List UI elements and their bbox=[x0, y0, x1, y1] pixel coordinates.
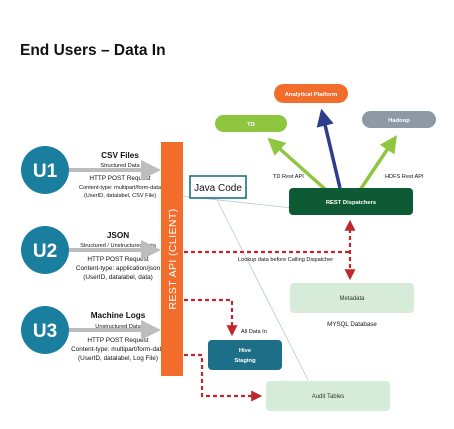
source-params-u2: (UserID, datalabel, data) bbox=[83, 274, 153, 281]
source-content-u3: Content-type: multipart/form-data bbox=[71, 346, 165, 353]
page-title: End Users – Data In bbox=[20, 42, 166, 59]
td-rest-api-label: TD Rest API bbox=[273, 174, 304, 180]
arrow-to-analytical bbox=[316, 108, 342, 189]
analytical-platform-label: Analytical Platform bbox=[285, 92, 338, 98]
all-data-in-label: All Data In bbox=[241, 329, 267, 335]
java-code-box bbox=[189, 175, 247, 199]
java-code-label: Java Code bbox=[194, 183, 242, 194]
source-params-u3: (UserID, datalabel, Log File) bbox=[78, 355, 158, 362]
source-params-u1: (UserID, datalabel, CSV File) bbox=[84, 193, 156, 199]
rest-dispatchers-box bbox=[289, 188, 413, 215]
source-type-u1: Structured Data bbox=[100, 163, 140, 169]
user-u3: U3 Machine Logs Unstructured Data HTTP P… bbox=[21, 306, 165, 362]
source-request-u3: HTTP POST Request bbox=[87, 337, 148, 344]
connector-java-audit bbox=[216, 199, 309, 381]
user-circle-u3 bbox=[21, 306, 69, 354]
user-circle-u2 bbox=[21, 226, 69, 274]
hive-staging-line1: Hive bbox=[239, 348, 252, 354]
rest-dispatchers-label: REST Dispatchers bbox=[326, 200, 376, 206]
hadoop-label: Hadoop bbox=[388, 118, 410, 124]
input-arrows bbox=[69, 160, 161, 340]
source-title-u2: JSON bbox=[107, 231, 129, 240]
source-request-u2: HTTP POST Request bbox=[87, 256, 148, 263]
rest-api-bar bbox=[161, 142, 183, 376]
source-type-u2: Structured / Unstructured Data bbox=[80, 243, 157, 249]
td-box bbox=[215, 115, 287, 132]
hadoop-box bbox=[362, 111, 436, 128]
user-u2: U2 JSON Structured / Unstructured Data H… bbox=[21, 226, 161, 281]
dashed-to-hive bbox=[184, 298, 238, 337]
hdfs-rest-api-label: HDFS Rest API bbox=[385, 174, 424, 180]
metadata-box bbox=[290, 283, 414, 313]
source-content-u1: Content-type: multipart/form-data bbox=[79, 185, 162, 191]
analytical-platform-box bbox=[274, 84, 348, 103]
metadata-label: Metadata bbox=[339, 296, 365, 302]
user-id-u3: U3 bbox=[33, 321, 57, 342]
mysql-database-label: MYSQL Database bbox=[327, 321, 377, 328]
rest-api-label: REST API (CLIENT) bbox=[167, 208, 179, 309]
dashed-to-audit bbox=[184, 353, 263, 402]
source-request-u1: HTTP POST Request bbox=[89, 175, 150, 182]
audit-tables-box bbox=[266, 381, 390, 411]
arrow-to-hadoop bbox=[358, 135, 397, 191]
dashed-arrows bbox=[184, 219, 356, 402]
hive-staging-box bbox=[208, 340, 282, 370]
source-content-u2: Content-type: application/json bbox=[76, 265, 161, 272]
source-title-u1: CSV Files bbox=[101, 151, 139, 160]
source-type-u3: Unstructured Data bbox=[95, 324, 141, 330]
user-u1: U1 CSV Files Structured Data HTTP POST R… bbox=[21, 146, 162, 199]
td-label: TD bbox=[247, 122, 255, 128]
user-id-u1: U1 bbox=[33, 161, 58, 182]
source-title-u3: Machine Logs bbox=[91, 311, 146, 320]
user-id-u2: U2 bbox=[33, 241, 57, 262]
audit-tables-label: Audit Tables bbox=[312, 394, 345, 400]
lookup-note-label: Lookup data before Calling Dispatcher bbox=[238, 257, 333, 263]
user-circle-u1 bbox=[21, 146, 69, 194]
arrow-to-td bbox=[267, 137, 328, 192]
hive-staging-line2: Staging bbox=[234, 358, 256, 364]
